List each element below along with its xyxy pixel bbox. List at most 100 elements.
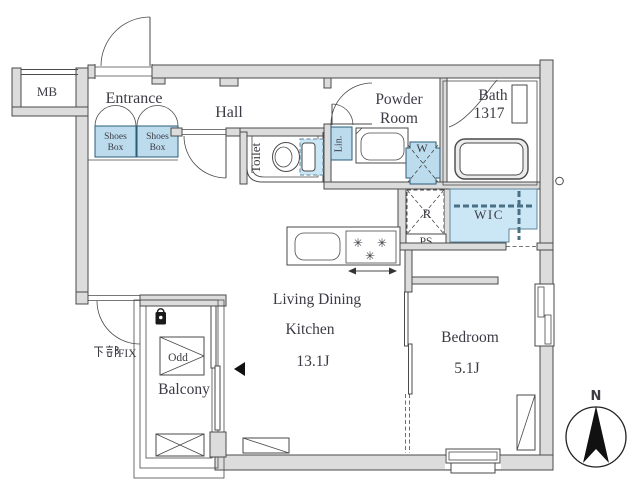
wall-stub-b [219,77,239,87]
bedroom-size-label: 5.1J [454,360,479,377]
ldk-label2: Kitchen [285,321,334,338]
wall-left [75,67,89,305]
shoes-box-2-label: Shoes [146,132,169,142]
bedroom-side-window [534,283,555,347]
stove-burner-icon: ✳ [365,249,375,263]
fix-window: FIX [75,291,141,360]
fridge-space-icon: R [406,189,445,235]
hall-walls [170,127,241,137]
bedroom-label: Bedroom [441,329,499,346]
toilet-room-outline [246,132,324,183]
kitchen-sink-icon [294,232,341,261]
hall-ldk-door [183,135,227,179]
compass-north-icon: N [565,389,627,468]
powder-door [330,82,373,125]
powder-room-label: Powder [375,91,423,108]
bath-size-label: 1317 [474,105,505,122]
bedroom-bottom-window [445,448,501,474]
wall-top [151,64,541,79]
powder-room-label2: Room [380,110,418,127]
ldk-label: Living Dining [273,291,362,308]
wic-closet: WIC [449,188,538,243]
kitchen-counter: ✳ ✳ ✳ [286,226,401,275]
toilet-door [331,103,354,126]
wic-label: WIC [474,207,504,222]
ldk-size-label: 13.1J [296,353,329,370]
cabinet-arc [157,105,179,127]
toilet-bowl-icon [272,142,300,172]
stove-burner-icon: ✳ [377,236,387,250]
fix-window-label: FIX [118,348,137,360]
toilet-wall-top [239,127,325,137]
ac-unit-icon-ldk [242,437,290,454]
linen-label: Lin. [334,136,345,152]
hall-label: Hall [215,104,243,121]
cabinet-arc [136,105,158,127]
wall-top-left [87,64,96,79]
powder-wall-stub [323,77,332,89]
powder-bath-divider [439,77,448,183]
stove-burner-icon: ✳ [353,236,363,250]
balcony-step-wall [209,431,227,458]
cabinet-arc [115,105,137,127]
ldk: Living Dining Kitchen 13.1J [234,291,362,454]
ac-unit-icon [516,394,536,451]
sliding-door-panel2 [408,343,413,395]
cabinet-arc [94,105,116,127]
wic-wall-bottom [397,242,507,251]
toilet-label: Toilet [248,143,263,174]
compass-n-label: N [591,389,602,404]
bedroom-partition [404,249,499,453]
balcony: Odd Balcony [133,294,227,479]
hall-wall-stub2 [225,127,241,137]
linen-cabinet [330,126,353,161]
toilet-tank-icon [301,142,316,172]
bathtub-icon [454,138,529,180]
counter-arrow-icon [348,267,397,275]
bath-label: Bath [478,87,508,104]
vent-icon [555,176,564,186]
wall-bottom [214,454,554,471]
shoes-box-cabinets: Shoes Box Shoes Box [88,105,179,161]
mb-label: MB [37,84,58,99]
powder-wall-left [323,123,332,189]
shoes-box-1-label2: Box [108,143,124,153]
bath-door [448,79,498,128]
balcony-parapet-inner [145,305,213,459]
odd-storage-icon: Odd [159,336,205,376]
bedroom-wall-top [411,276,499,285]
vanity-sink-icon [355,127,409,164]
balcony-label: Balcony [158,381,210,398]
odd-label: Odd [168,352,188,364]
wic-wall-bottom2 [536,242,554,251]
lock-icon [155,308,166,325]
toilet-room: Toilet [239,127,325,185]
door-swing-marker-icon [234,362,245,376]
shoes-box-1-label: Shoes [104,132,127,142]
evacuation-hatch-icon [155,433,205,457]
bath-counter [511,84,528,124]
powder-room: Lin. W Powder Room [323,77,541,190]
stove-icon [345,230,397,264]
kanji-kabu-label [94,345,119,357]
entrance-opening [94,64,153,79]
bath-room: Bath 1317 [442,79,538,186]
toilet-room-inner [251,136,319,178]
wic-area [449,188,538,243]
fridge-label: R [423,206,432,221]
bath-shell [442,80,538,186]
sliding-door-panel [404,291,409,347]
toilet-bowl-inner [274,146,293,168]
balcony-wall-top [139,294,227,307]
washer-label: W [416,141,428,155]
balcony-sliding-window [210,305,221,431]
hall-wall-stub [170,127,183,137]
bedroom: Bedroom 5.1J [441,283,555,474]
toilet-wall-left [239,131,248,185]
shoes-box-2-label2: Box [150,143,166,153]
exterior-walls [11,59,554,471]
entrance-door [100,16,151,67]
wall-right [539,59,554,471]
